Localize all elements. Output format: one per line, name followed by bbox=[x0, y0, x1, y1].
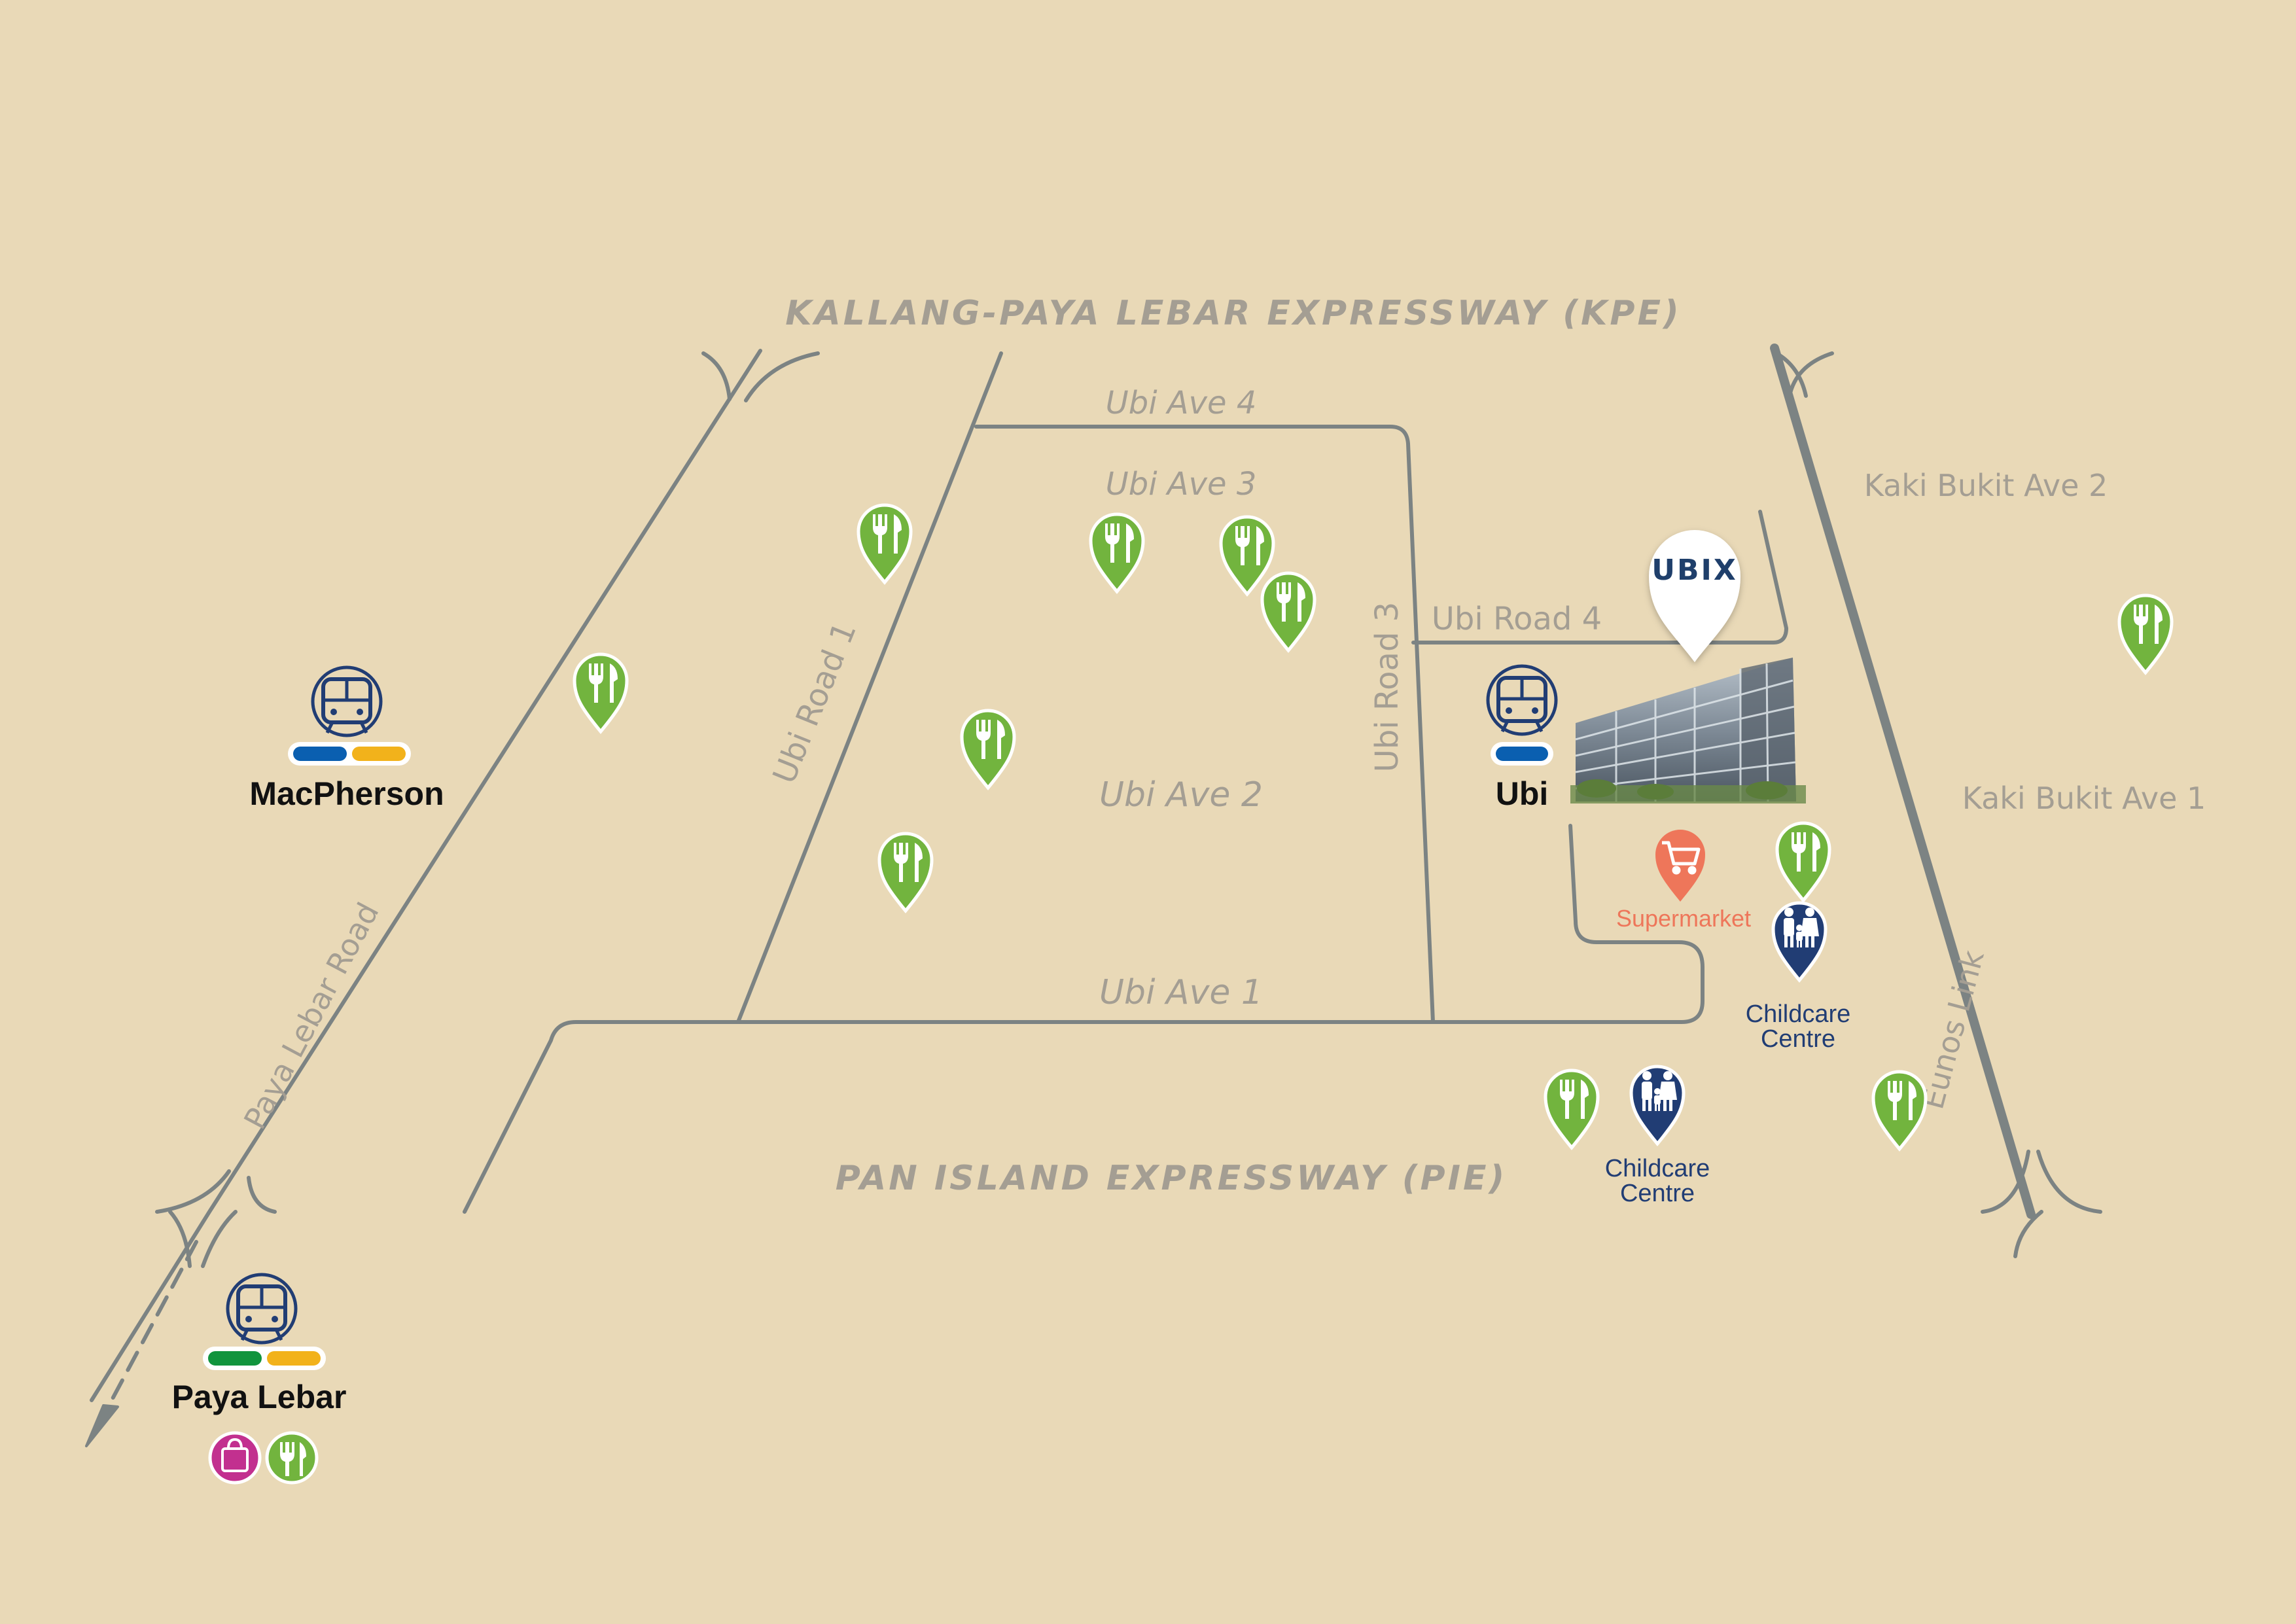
station-macpherson: MacPherson bbox=[249, 667, 444, 812]
kpe-label: KALLANG-PAYA LEBAR EXPRESSWAY (KPE) bbox=[785, 294, 1682, 333]
ubix-building bbox=[1570, 658, 1806, 803]
station-ubi: Ubi bbox=[1488, 666, 1556, 812]
kaki-bukit-ave-2-label: Kaki Bukit Ave 2 bbox=[1864, 468, 2108, 503]
ubi-ave-4-label: Ubi Ave 4 bbox=[1106, 385, 1257, 421]
ubi-ave-4-road bbox=[974, 425, 1435, 1024]
road-network bbox=[48, 344, 2253, 1447]
shopping-cart-icon bbox=[1662, 841, 1701, 875]
eunos-link-road bbox=[1770, 344, 2036, 1219]
supermarket-label: Supermarket bbox=[1616, 905, 1751, 932]
ubi-ave-1-label: Ubi Ave 1 bbox=[1099, 973, 1263, 1012]
ubi-ave-1-west-road bbox=[463, 1020, 740, 1214]
ubi-ave-3-label: Ubi Ave 3 bbox=[1106, 466, 1257, 503]
ubi-label: Ubi bbox=[1496, 775, 1549, 812]
ubix-location-marker bbox=[1649, 530, 1740, 662]
ubi-road-4-road bbox=[1411, 510, 1788, 644]
shopping-bag-icon bbox=[208, 1431, 262, 1485]
downtown-line-indicator bbox=[1496, 747, 1548, 761]
childcare-2-label-line2: Centre bbox=[1620, 1180, 1695, 1207]
east-west-line-indicator bbox=[208, 1351, 262, 1366]
circle-line-indicator bbox=[352, 747, 406, 761]
ubi-road-4-label: Ubi Road 4 bbox=[1432, 601, 1602, 637]
station-paya-lebar: Paya Lebar bbox=[172, 1275, 347, 1485]
macpherson-label: MacPherson bbox=[249, 775, 444, 812]
downtown-line-indicator bbox=[293, 747, 347, 761]
circle-line-indicator bbox=[267, 1351, 321, 1366]
pie-label: PAN ISLAND EXPRESSWAY (PIE) bbox=[836, 1159, 1508, 1198]
kaki-bukit-ave-1-label: Kaki Bukit Ave 1 bbox=[1962, 781, 2206, 816]
paya-lebar-label: Paya Lebar bbox=[172, 1379, 347, 1415]
arrow-down-left-icon bbox=[85, 1404, 119, 1447]
childcare-1-label-line1: Childcare bbox=[1746, 1000, 1851, 1028]
childcare-2-label-line1: Childcare bbox=[1605, 1155, 1710, 1182]
ubi-road-3-label: Ubi Road 3 bbox=[1369, 602, 1405, 772]
childcare-1-label-line2: Centre bbox=[1761, 1025, 1835, 1053]
ubi-road-1-road bbox=[736, 351, 1003, 1024]
supermarket-pin bbox=[1655, 830, 1705, 902]
ubi-ave-2-label: Ubi Ave 2 bbox=[1099, 775, 1263, 815]
fork-knife-icon bbox=[265, 1431, 319, 1485]
ubi-ave-1-road bbox=[736, 824, 1704, 1024]
ubix-logo: UBIX bbox=[1651, 554, 1738, 587]
